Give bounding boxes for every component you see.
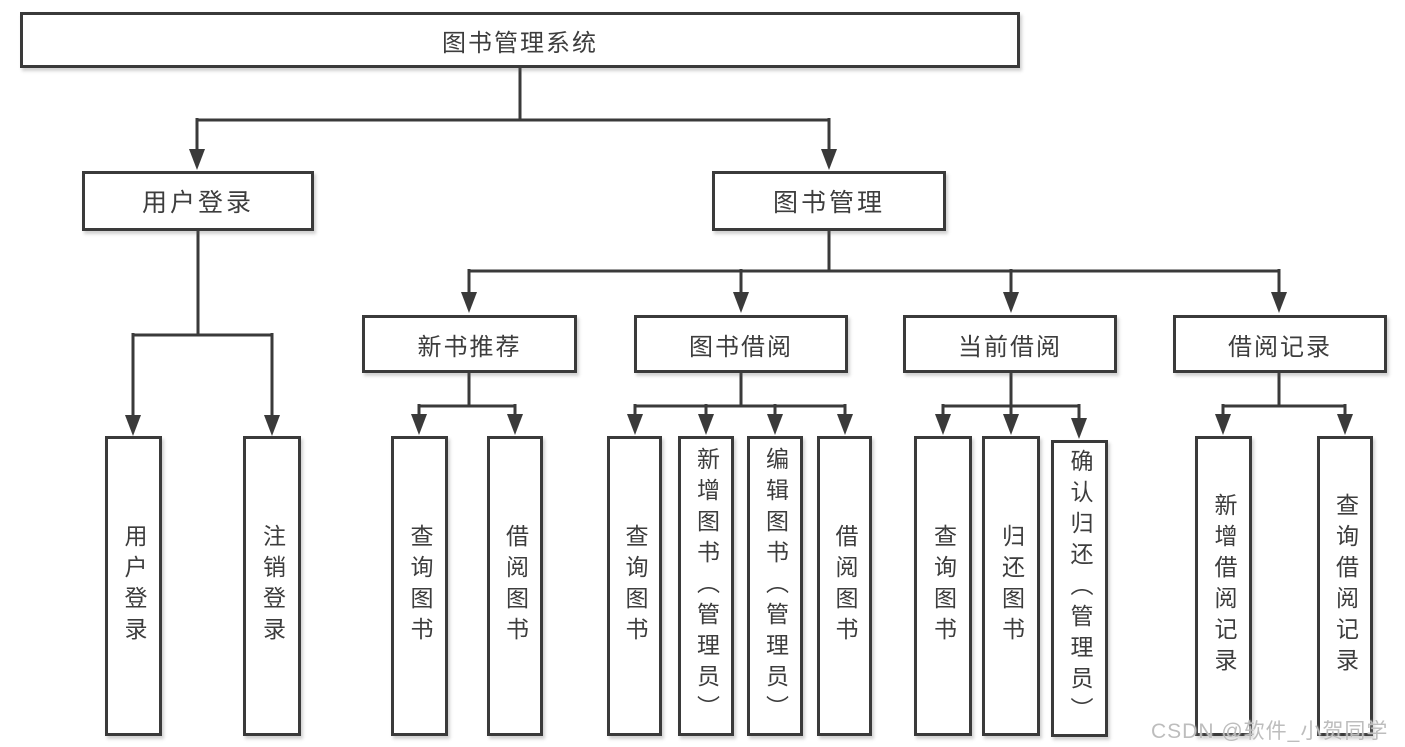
leaf-query-book-borrow: 查询图书	[607, 436, 662, 736]
node-new-book-recommend: 新书推荐	[362, 315, 577, 373]
node-current-borrow: 当前借阅	[903, 315, 1117, 373]
leaf-add-book-admin: 新增图书（管理员）	[678, 436, 734, 736]
leaf-borrow-book-recommend: 借阅图书	[487, 436, 543, 736]
leaf-label: 确认归还（管理员）	[1067, 449, 1093, 728]
node-label: 当前借阅	[958, 333, 1062, 361]
leaf-logout: 注销登录	[243, 436, 301, 736]
node-label: 新书推荐	[417, 333, 522, 361]
leaf-label: 用户登录	[121, 524, 147, 648]
node-label: 图书管理	[772, 189, 885, 217]
leaf-label: 归还图书	[998, 524, 1025, 648]
leaf-label: 新增借阅记录	[1211, 493, 1237, 679]
leaf-label: 编辑图书（管理员）	[762, 446, 789, 726]
leaf-return-book: 归还图书	[982, 436, 1040, 736]
leaf-confirm-return-admin: 确认归还（管理员）	[1051, 440, 1108, 737]
node-label: 图书借阅	[689, 333, 793, 361]
leaf-label: 新增图书（管理员）	[693, 446, 720, 726]
leaf-label: 注销登录	[259, 524, 286, 648]
leaf-query-book-recommend: 查询图书	[391, 436, 448, 736]
leaf-label: 查询图书	[622, 524, 648, 648]
leaf-label: 查询图书	[930, 524, 957, 648]
leaf-label: 借阅图书	[502, 524, 529, 648]
node-user-login-branch: 用户登录	[82, 171, 314, 231]
node-root-label: 图书管理系统	[442, 29, 598, 57]
leaf-add-borrow-record: 新增借阅记录	[1195, 436, 1252, 736]
node-book-borrow: 图书借阅	[634, 315, 848, 373]
leaf-query-book-current: 查询图书	[914, 436, 972, 736]
leaf-borrow-book: 借阅图书	[817, 436, 872, 736]
leaf-label: 查询借阅记录	[1332, 493, 1359, 679]
node-root-system: 图书管理系统	[20, 12, 1020, 68]
node-borrow-record: 借阅记录	[1173, 315, 1387, 373]
node-label: 借阅记录	[1228, 333, 1332, 361]
csdn-watermark: CSDN @软件_小贺同学	[1151, 720, 1389, 743]
leaf-user-login: 用户登录	[105, 436, 162, 736]
leaf-label: 借阅图书	[832, 524, 858, 648]
leaf-query-borrow-record: 查询借阅记录	[1317, 436, 1373, 736]
leaf-label: 查询图书	[407, 524, 433, 648]
leaf-edit-book-admin: 编辑图书（管理员）	[747, 436, 803, 736]
node-label: 用户登录	[141, 189, 254, 217]
node-book-management-branch: 图书管理	[712, 171, 946, 231]
